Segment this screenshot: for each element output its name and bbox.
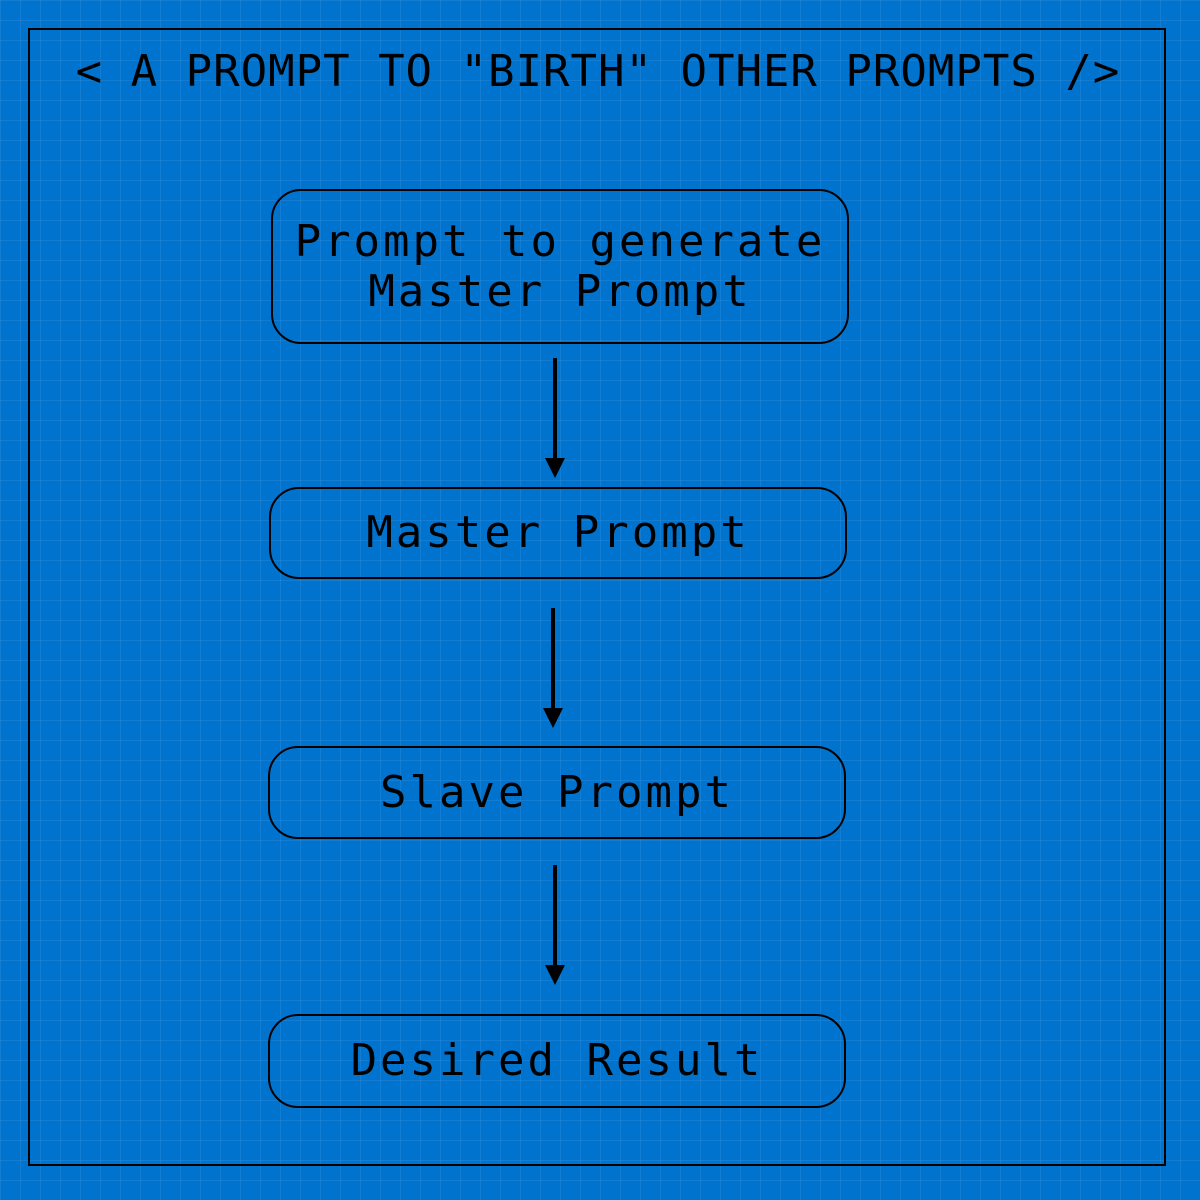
node-slave-prompt: Slave Prompt <box>268 746 846 839</box>
node-prompt-to-generate-master-prompt: Prompt to generate Master Prompt <box>271 189 849 344</box>
node-label-line-1: Prompt to generate <box>294 215 826 267</box>
diagram-title: < A PROMPT TO "BIRTH" OTHER PROMPTS /> <box>75 46 1121 97</box>
node-label: Slave Prompt <box>380 766 734 818</box>
node-master-prompt: Master Prompt <box>269 487 847 579</box>
node-label: Desired Result <box>350 1035 764 1086</box>
node-label: Master Prompt <box>366 507 750 558</box>
node-label-line-2: Master Prompt <box>368 265 752 317</box>
node-desired-result: Desired Result <box>268 1014 846 1108</box>
diagram-frame <box>28 28 1166 1166</box>
